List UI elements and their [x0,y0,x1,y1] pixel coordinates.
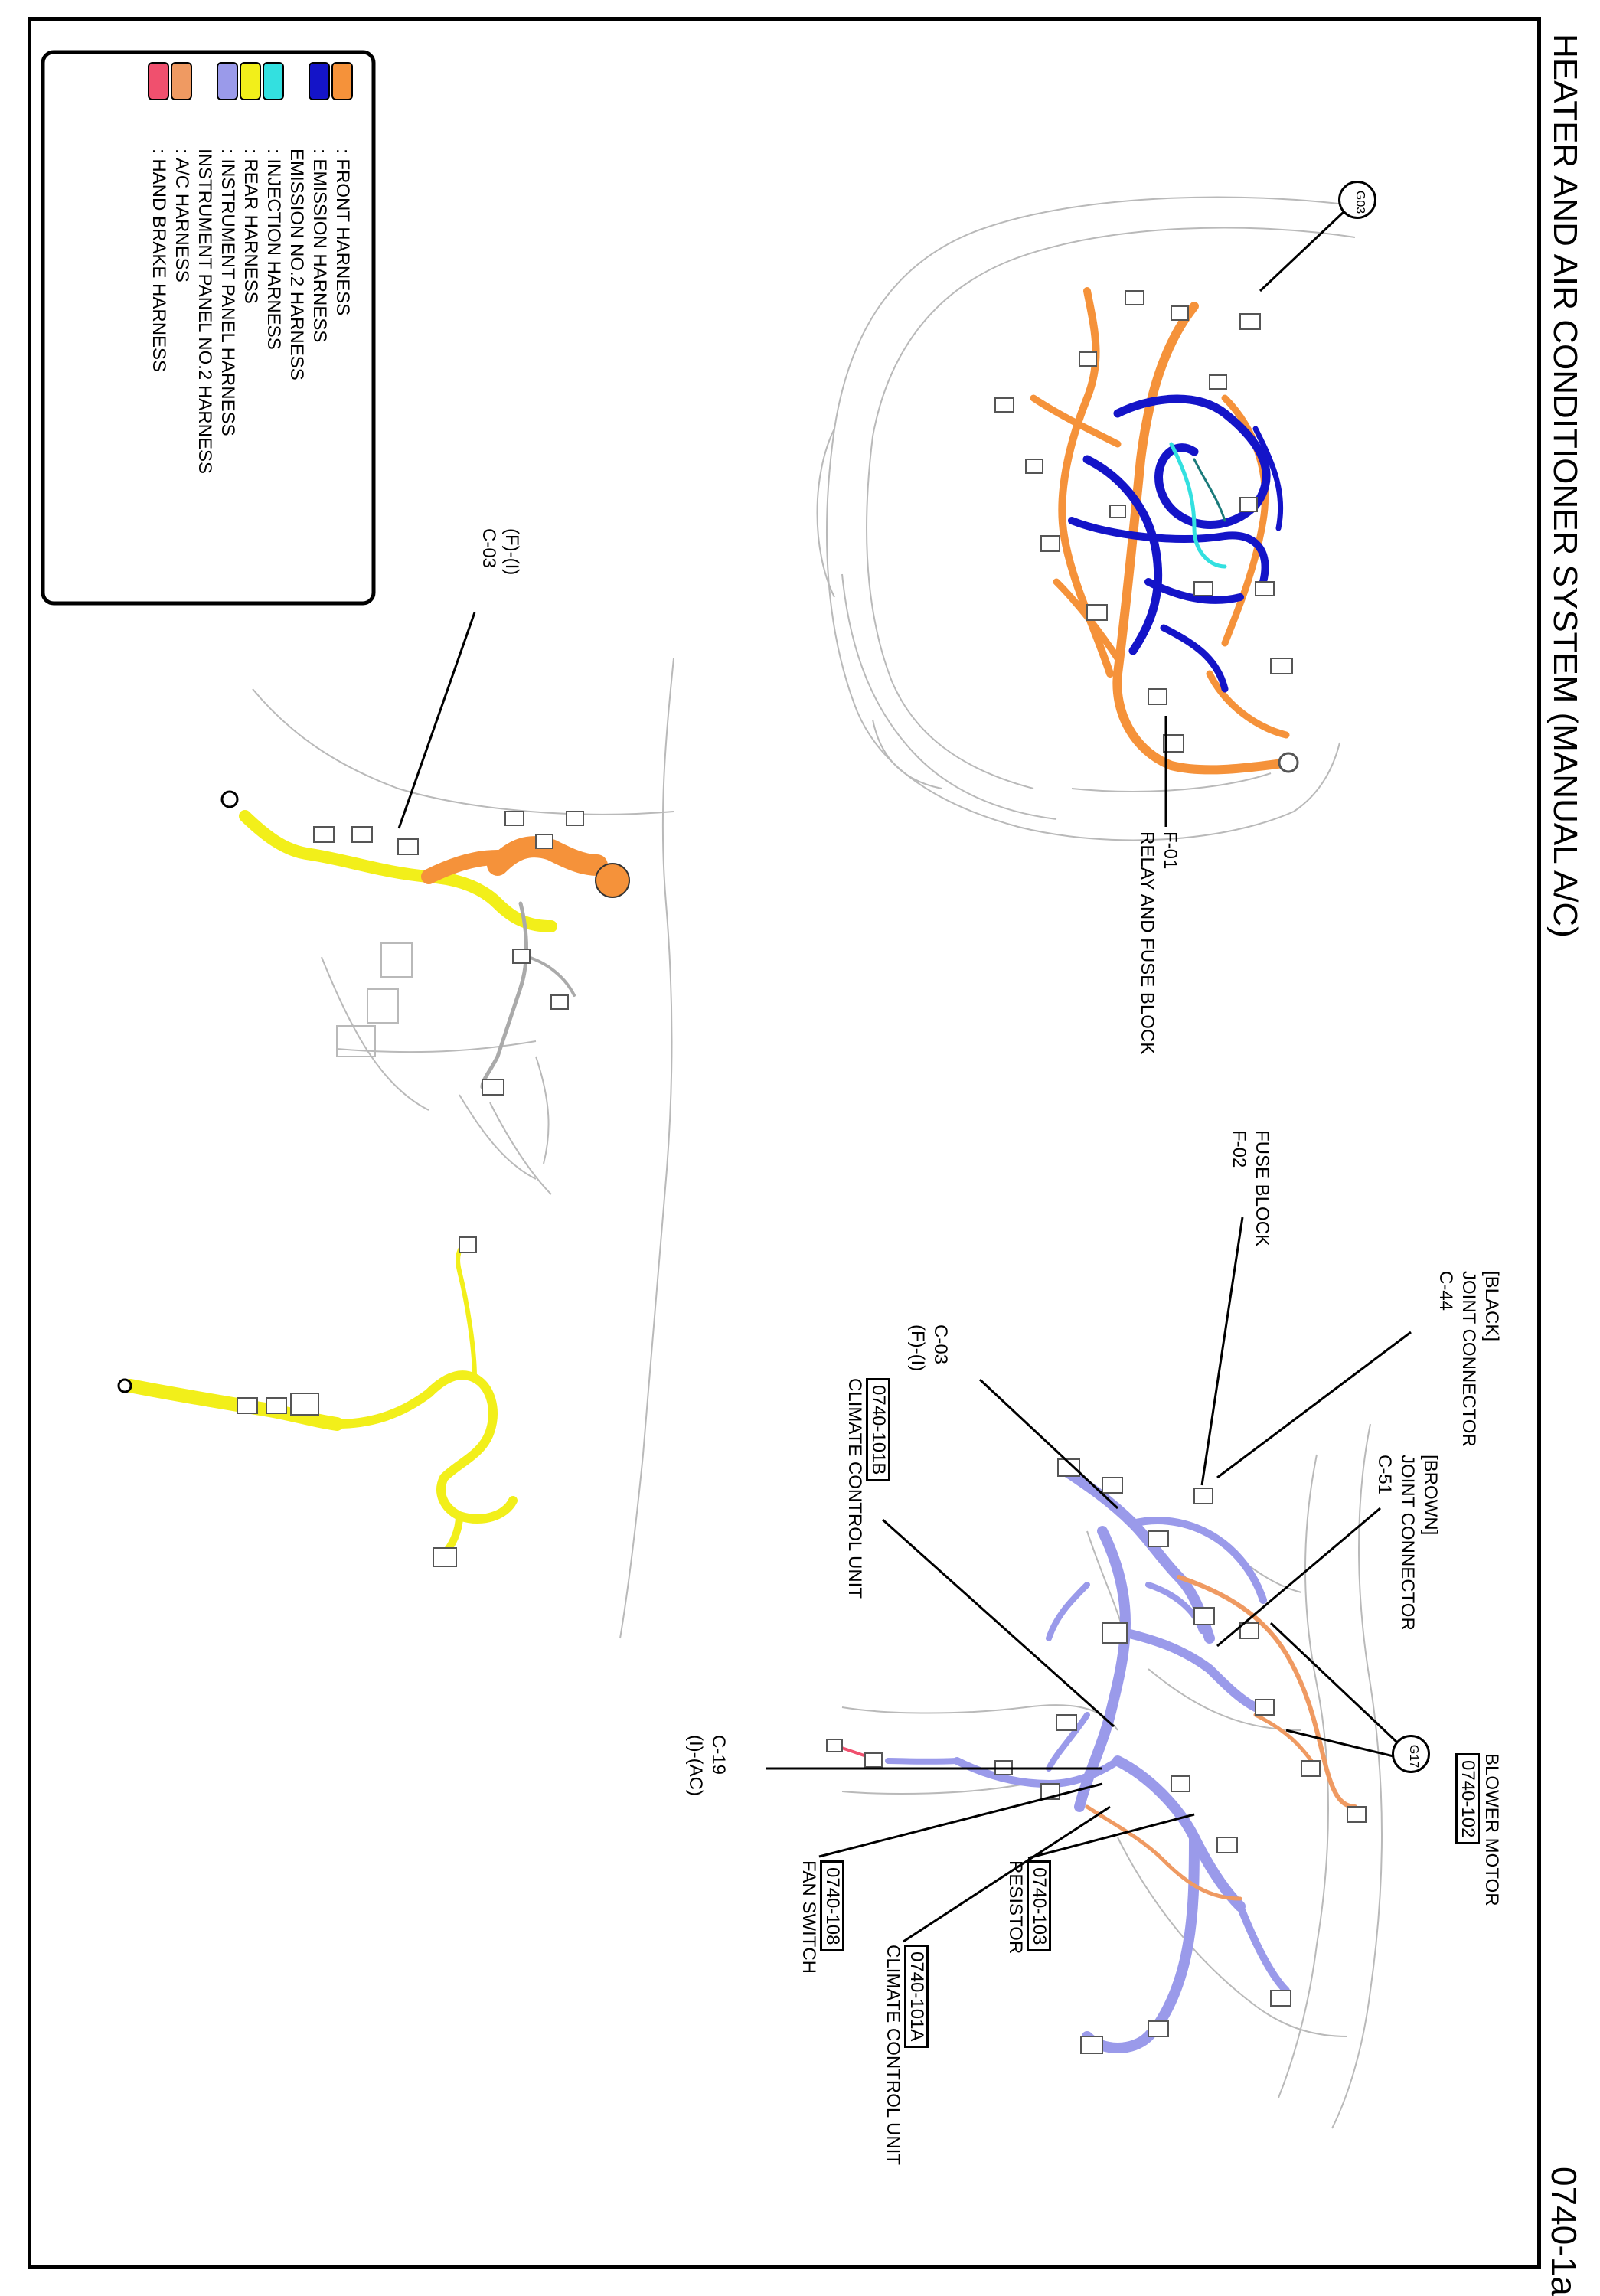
legend-label-injection: : INJECTION HARNESS [263,149,284,350]
callout-c44-name: JOINT CONNECTOR [1458,1271,1479,1447]
rear-area-outline [252,658,674,1639]
callout-c19: C-19 (I)-(AC) [684,1735,730,1796]
callout-f02-name: FUSE BLOCK [1252,1130,1272,1247]
callout-ccu-a-ref: 0740-101A [904,1945,929,2049]
legend-label-instrument-panel-no2: INSTRUMENT PANEL NO.2 HARNESS [194,149,215,474]
callout-c51-name: JOINT CONNECTOR [1397,1455,1418,1631]
callout-f02: FUSE BLOCK F-02 [1227,1130,1273,1246]
callout-f01-name: RELAY AND FUSE BLOCK [1137,831,1158,1055]
rear-connectors [313,811,584,1096]
legend-label-ac: : A/C HARNESS [171,149,192,283]
legend-label-instrument-panel: : INSTRUMENT PANEL HARNESS [217,149,238,436]
callout-f01-code: F-01 [1160,831,1180,870]
callout-resistor-ref: 0740-103 [1027,1860,1051,1952]
legend-swatch-3 [263,62,284,100]
callout-fan-switch: 0740-108 FAN SWITCH [797,1860,844,1974]
callout-f01: F-01 RELAY AND FUSE BLOCK [1135,831,1181,1054]
callout-c44: [BLACK] JOINT CONNECTOR C-44 [1434,1271,1503,1447]
legend-swatch-4 [240,62,261,100]
legend-label-emission: : EMISSION HARNESS [309,149,330,343]
legend-label-emission-no2: EMISSION NO.2 HARNESS [286,149,307,380]
callout-fan-switch-name: FAN SWITCH [798,1860,819,1974]
callout-blower: BLOWER MOTOR 0740-102 [1455,1753,1503,1906]
callout-c03-ip-code: C-03 [930,1324,951,1365]
callout-c03-rear-sub: (F)-(I) [501,528,522,576]
rear-ground-lug [220,790,239,808]
callout-resistor-name: RESISTOR [1005,1860,1026,1955]
rear-harness [239,810,630,1089]
legend-labels: : FRONT HARNESS : EMISSION HARNESS EMISS… [147,149,354,474]
callout-f02-code: F-02 [1229,1130,1249,1168]
ground-label-g17: G17 [1407,1744,1420,1769]
ground-point-g03: G03 [1338,181,1376,219]
engine-bay-connectors [994,290,1293,753]
ground-point-g17: G17 [1392,1735,1430,1773]
instrument-panel-connectors [826,1458,1367,2054]
legend-label-hand-brake: : HAND BRAKE HARNESS [149,149,169,373]
callout-c03-rear-code: C-03 [478,528,499,569]
callout-c03-rear: (F)-(I) C-03 [477,528,523,575]
diagram-title: HEATER AND AIR CONDITIONER SYSTEM (MANUA… [1546,34,1584,938]
legend-swatches [148,62,353,100]
callout-ccu-b-ref: 0740-101B [866,1378,890,1482]
callout-ccu-b: 0740-101B CLIMATE CONTROL UNIT [843,1378,890,1599]
callout-c19-code: C-19 [708,1735,729,1775]
legend-swatch-8 [148,62,169,100]
leader-lines [397,198,1419,1943]
callout-blower-ref: 0740-102 [1455,1753,1480,1845]
callout-c03-ip-sub: (F)-(I) [907,1324,928,1372]
legend-swatch-0 [331,62,353,100]
legend-label-front: : FRONT HARNESS [332,149,353,316]
page-number: 0740-1a [1544,2167,1584,2296]
callout-blower-name: BLOWER MOTOR [1481,1753,1502,1906]
legend-label-rear: : REAR HARNESS [240,149,261,304]
page-frame [28,17,1541,2269]
callout-resistor: 0740-103 RESISTOR [1004,1860,1051,1954]
callout-c44-color: [BLACK] [1481,1271,1502,1342]
legend-swatch-1 [309,62,330,100]
callout-c51-color: [BROWN] [1420,1455,1441,1536]
callout-c44-code: C-44 [1435,1271,1456,1311]
callout-ccu-a-name: CLIMATE CONTROL UNIT [883,1945,903,2166]
legend-box [41,50,376,606]
engine-bay-outline [816,196,1363,841]
callout-c19-sub: (I)-(AC) [685,1735,706,1796]
rear-area-pads [336,942,413,1057]
callout-ccu-b-name: CLIMATE CONTROL UNIT [844,1378,865,1599]
handbrake-ground-lug [117,1378,132,1393]
legend-swatch-5 [217,62,238,100]
engine-bay-grommet [1278,752,1299,773]
instrument-panel-outline [841,1423,1383,2129]
ground-label-g03: G03 [1353,190,1367,214]
callout-c51-code: C-51 [1374,1455,1395,1495]
callout-c03-ip: C-03 (F)-(I) [906,1324,952,1371]
callout-fan-switch-ref: 0740-108 [820,1860,844,1952]
legend-swatch-7 [171,62,192,100]
handbrake-connectors [237,1236,477,1567]
handbrake-harness [123,1238,518,1558]
callout-ccu-a: 0740-101A CLIMATE CONTROL UNIT [881,1945,929,2165]
callout-c51: [BROWN] JOINT CONNECTOR C-51 [1373,1455,1442,1631]
